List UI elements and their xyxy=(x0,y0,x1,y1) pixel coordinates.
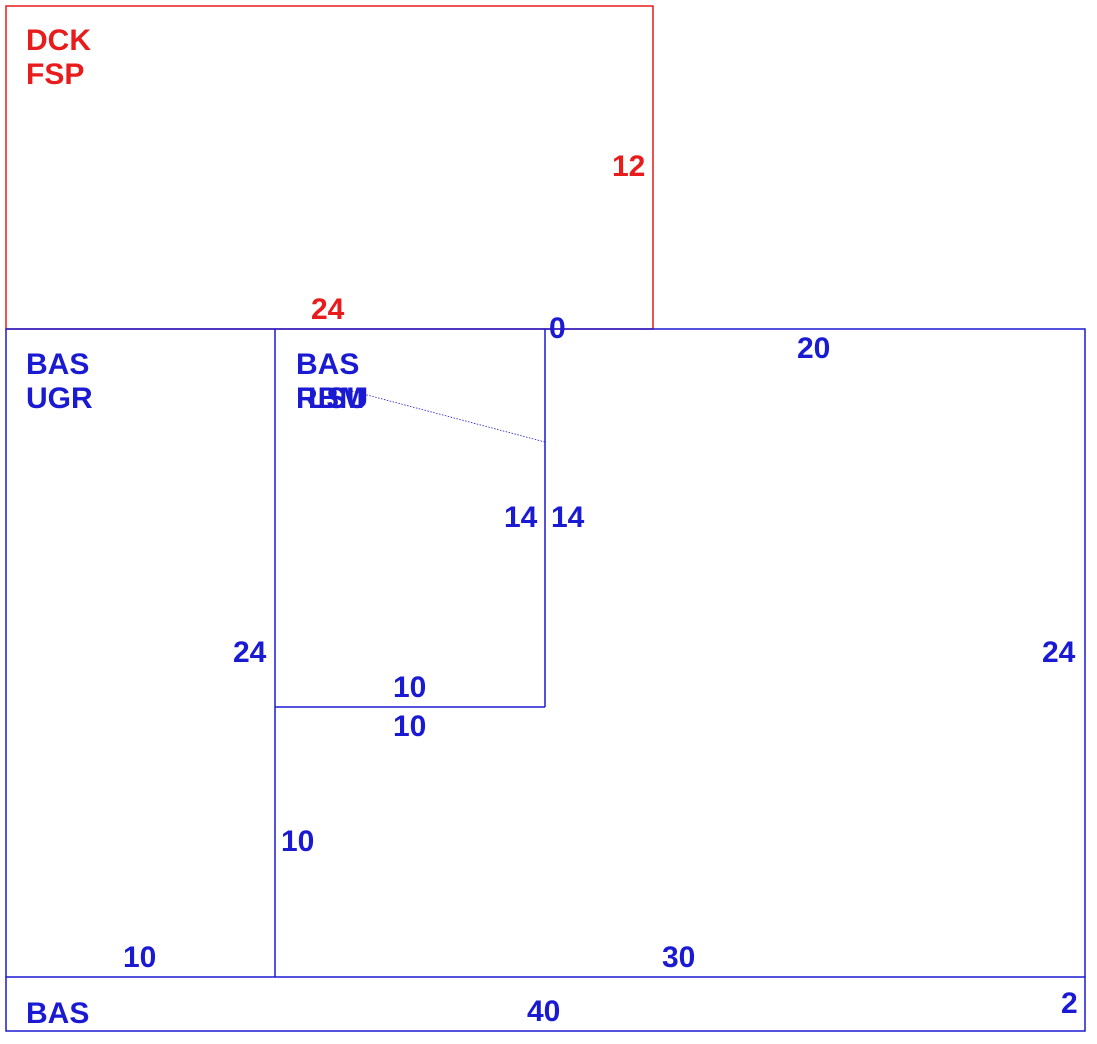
dim-strip-right: 2 xyxy=(1061,987,1078,1020)
deck-outline xyxy=(5,5,654,330)
dim-top-right-zero: 0 xyxy=(549,312,566,345)
dim-ugr-right: 24 xyxy=(233,636,267,669)
dim-rbm-bottom-inner: 10 xyxy=(393,671,426,704)
area-labels: DCK FSP BAS UGR BAS RBM LSU BAS xyxy=(26,24,368,1030)
base-outlines xyxy=(5,328,1086,1032)
base-strip-outline xyxy=(5,976,1086,1032)
rbm-area-type: RBM xyxy=(296,382,364,415)
strip-area-code: BAS xyxy=(26,997,89,1030)
dim-deck-right: 12 xyxy=(612,150,645,183)
ugr-area-type: UGR xyxy=(26,382,93,415)
deck-area-code: DCK xyxy=(26,24,91,57)
dim-deck-bottom: 24 xyxy=(311,293,345,326)
dim-notch-left: 14 xyxy=(504,501,538,534)
dim-notch-right: 14 xyxy=(551,501,585,534)
rbm-overlap-type: LSU xyxy=(308,382,368,415)
dim-right-block-top: 20 xyxy=(797,332,830,365)
ugr-area-code: BAS xyxy=(26,348,89,381)
base-upper-outline xyxy=(5,328,1086,977)
deck-area-type: FSP xyxy=(26,58,84,91)
dim-lower-inner-left: 10 xyxy=(281,825,314,858)
dimension-labels: 12 24 0 20 14 14 24 24 10 10 10 10 30 40… xyxy=(123,150,1078,1028)
dim-ugr-bottom: 10 xyxy=(123,941,156,974)
leader-line xyxy=(351,390,546,443)
dim-right-side: 24 xyxy=(1042,636,1076,669)
dim-strip-bottom: 40 xyxy=(527,995,560,1028)
dim-rbm-bottom-outer: 10 xyxy=(393,710,426,743)
deck-fsp-outline xyxy=(5,5,654,330)
rbm-area-code: BAS xyxy=(296,348,359,381)
dim-lower-bottom: 30 xyxy=(662,941,695,974)
